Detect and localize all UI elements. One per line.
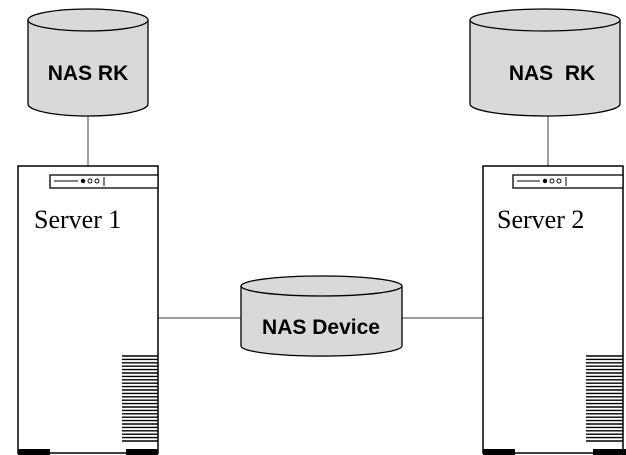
server-right-label: Server 2: [497, 205, 584, 234]
storage-cylinder-left-body: [27, 20, 149, 117]
storage-cylinder-right: NAS RK: [469, 8, 621, 117]
server-left-label: Server 1: [34, 205, 121, 234]
server-tower-right: Server 2: [482, 165, 626, 455]
server-right-activity-led-icon: [556, 178, 562, 184]
storage-right-label: NAS RK: [509, 62, 595, 85]
server-right-foot-left: [483, 449, 515, 455]
storage-cylinder-right-top: [469, 8, 621, 32]
server-right-foot-right: [593, 449, 626, 455]
storage-cylinder-left-top: [27, 8, 149, 32]
server-right-power-led-icon: [542, 178, 548, 184]
server-right-drive-bay: [512, 174, 624, 189]
server-left-foot-right: [126, 449, 158, 455]
nas-device-top: [240, 275, 403, 297]
storage-left-label: NAS RK: [48, 62, 129, 85]
nas-device-body: [240, 286, 403, 357]
server-left-activity-led-icon: [94, 178, 100, 184]
nas-device-label: NAS Device: [262, 316, 380, 339]
storage-cylinder-left: NAS RK: [27, 8, 149, 117]
server-left-body: [17, 165, 159, 454]
nas-device-cylinder: NAS Device: [240, 275, 403, 357]
server-left-vent-grille-icon: [122, 355, 158, 442]
server-left-foot-left: [18, 449, 50, 455]
server-right-body: [482, 165, 624, 454]
server-left-drive-bay: [49, 174, 159, 189]
server-tower-left: Server 1: [17, 165, 159, 455]
connectors: [87, 116, 549, 319]
server-left-power-led-icon: [80, 178, 86, 184]
server-right-status-led-icon: [549, 178, 555, 184]
server-left-status-led-icon: [87, 178, 93, 184]
server-right-vent-grille-icon: [586, 355, 623, 442]
storage-cylinder-right-body: [469, 20, 621, 117]
